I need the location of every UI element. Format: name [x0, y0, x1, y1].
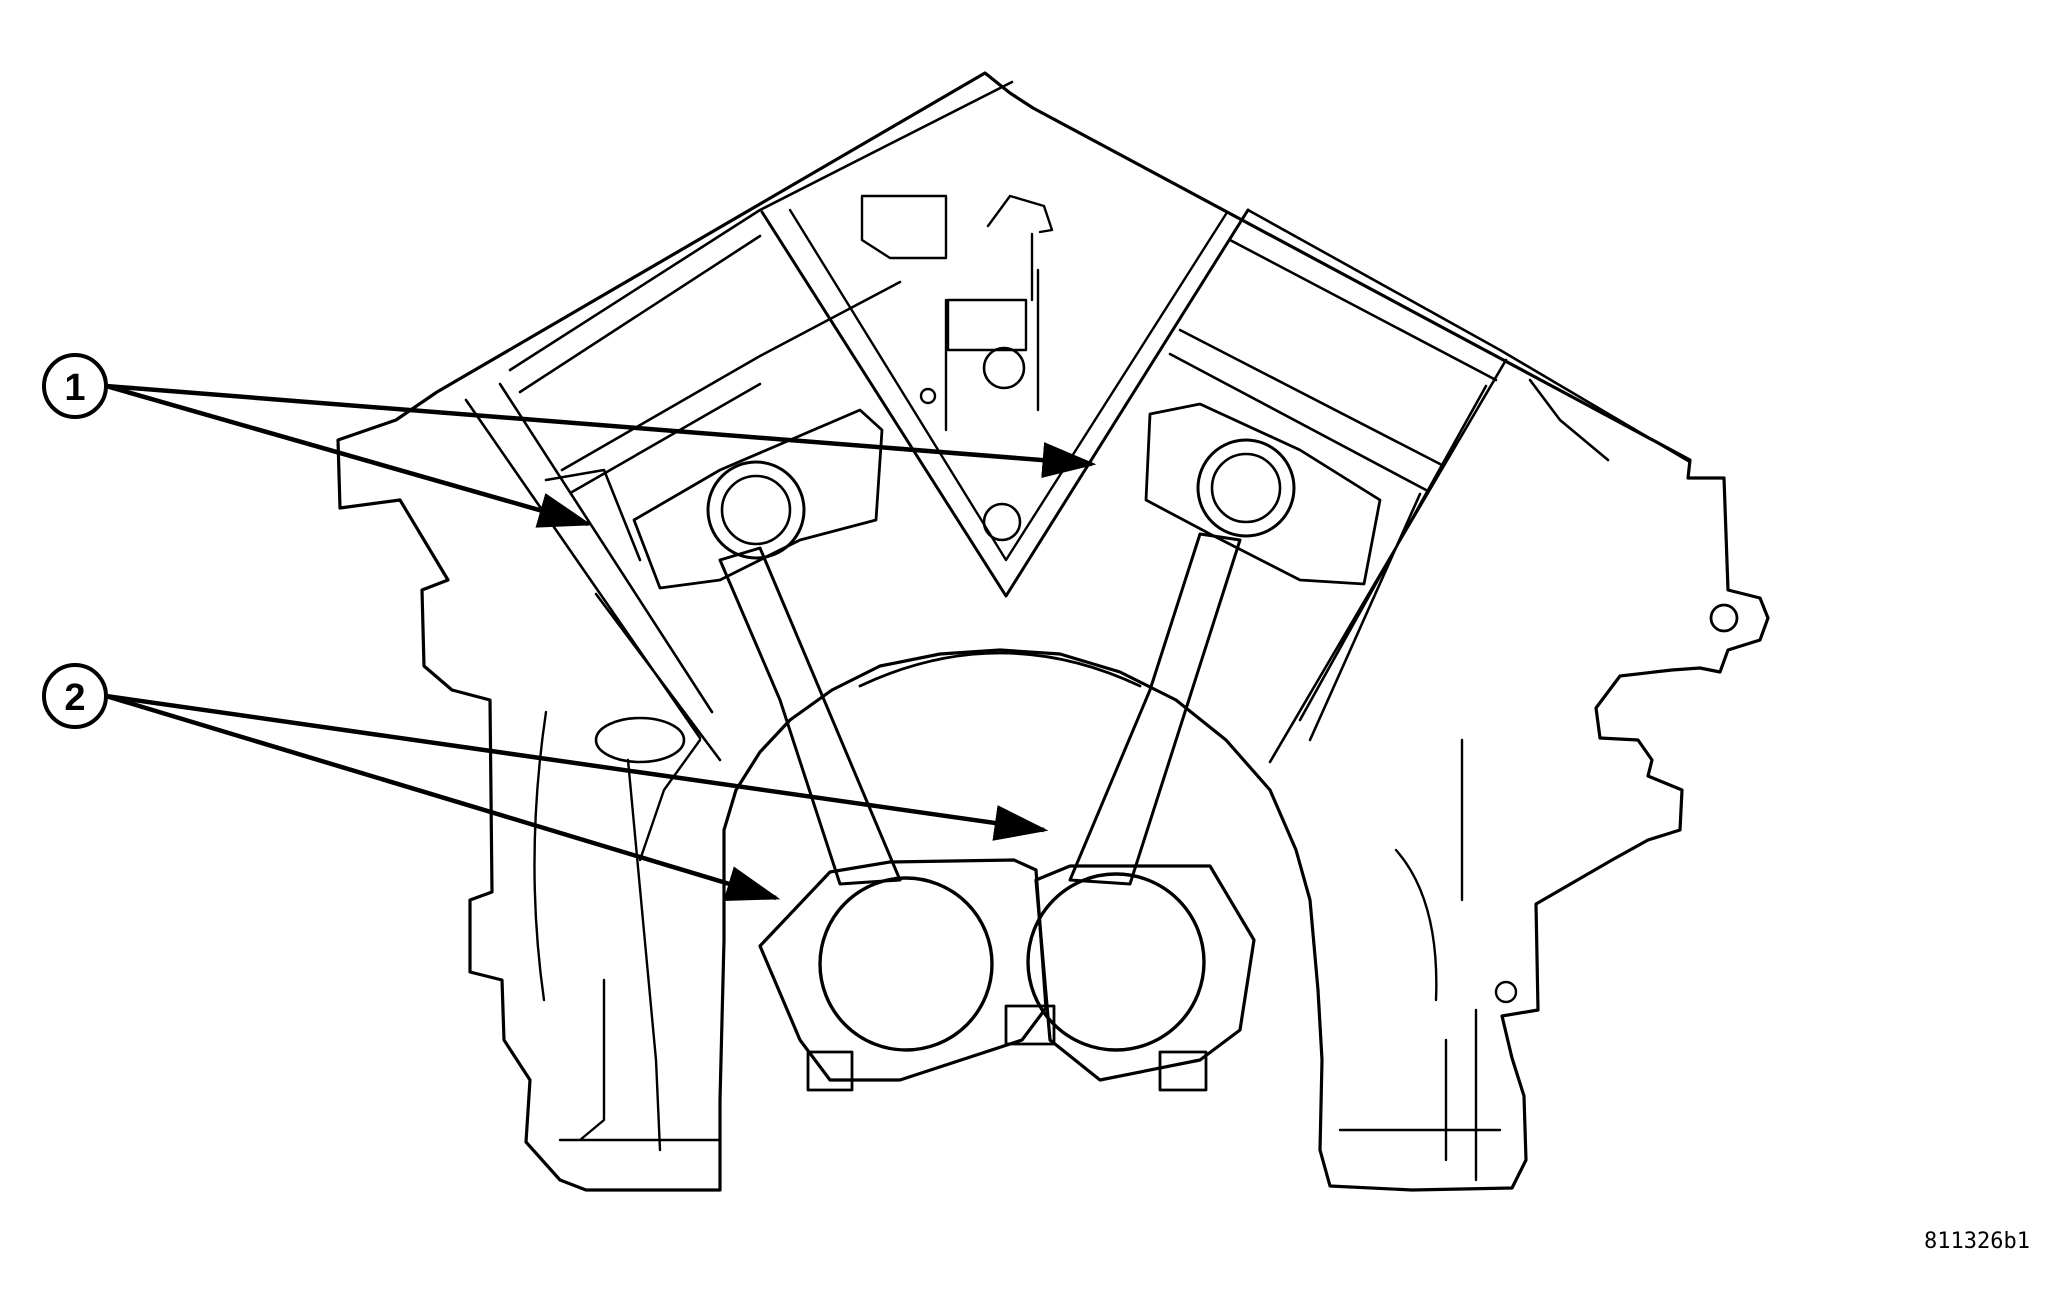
- left-skirt-details: [533, 710, 722, 1152]
- valley-hole-small: [919, 387, 937, 405]
- engine-block-linework: [336, 71, 1770, 1192]
- right-skirt-hole: [1494, 980, 1518, 1004]
- leader-2b: [105, 693, 1049, 841]
- right-bank-wall: [1268, 358, 1610, 764]
- right-crank-journal: [1026, 872, 1206, 1052]
- left-piston-window: [632, 408, 884, 590]
- right-bank-deck: [1168, 208, 1692, 492]
- valley-details: [860, 194, 1054, 432]
- valley-hole-lower: [982, 502, 1022, 542]
- figure-code: 811326b1: [1924, 1229, 2030, 1254]
- block-outline: [336, 71, 1770, 1192]
- callout-2-circle: [42, 663, 108, 729]
- left-rod-big-end: [758, 858, 1048, 1082]
- leader-2a: [105, 693, 781, 901]
- right-skirt-details: [1338, 738, 1502, 1182]
- right-connecting-rod: [1068, 532, 1242, 886]
- left-bank-wall: [464, 382, 722, 762]
- valley-inner: [788, 208, 1228, 562]
- callout-2-label: 2: [64, 677, 85, 719]
- valley-v: [760, 208, 1250, 598]
- callout-1-circle: [42, 353, 108, 419]
- valley-hole-upper: [982, 346, 1026, 390]
- left-piston-pin-inner: [720, 474, 792, 546]
- crank-bore-arc: [858, 651, 1142, 688]
- callout-2: 2: [42, 663, 108, 729]
- leader-1a: [105, 383, 593, 528]
- rod-bolt-nuts: [806, 1004, 1208, 1092]
- callout-1: 1: [42, 353, 108, 419]
- right-rod-big-end: [1034, 864, 1256, 1082]
- right-piston-pin-inner: [1210, 452, 1282, 524]
- callout-1-label: 1: [64, 367, 85, 409]
- leader-1b: [105, 383, 1097, 479]
- left-crank-journal: [818, 876, 994, 1052]
- mount-boss-hole: [1709, 603, 1739, 633]
- right-piston-pin-outer: [1196, 438, 1296, 538]
- left-piston-pin-outer: [706, 460, 806, 560]
- left-skirt-oval: [594, 716, 686, 764]
- callout-leaders: [105, 383, 1097, 901]
- right-piston-window: [1144, 402, 1382, 586]
- left-bank-deck: [508, 80, 1014, 494]
- left-connecting-rod: [718, 546, 902, 886]
